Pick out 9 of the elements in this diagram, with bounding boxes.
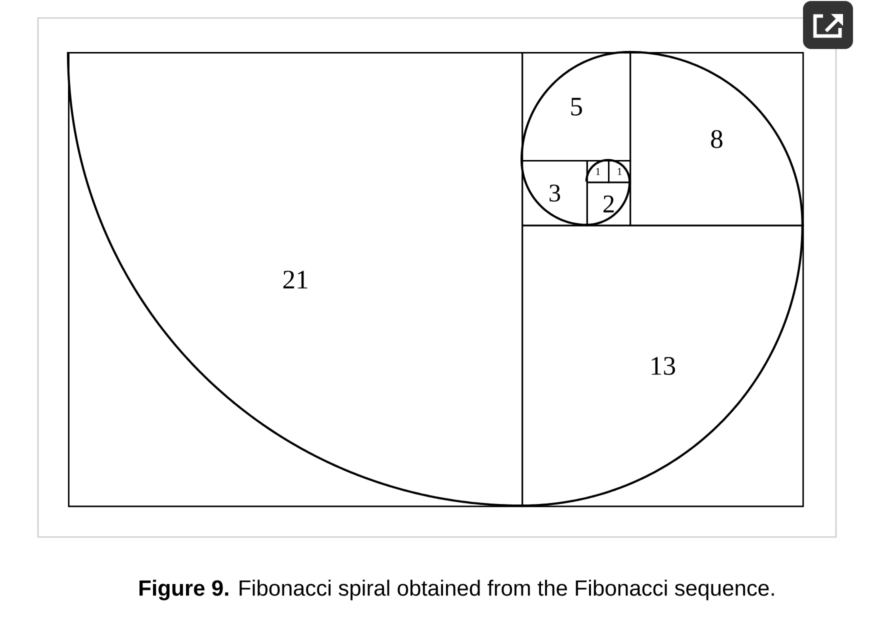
- number-square: 8: [630, 52, 804, 226]
- number-square: 2: [586, 182, 632, 226]
- number-square: 21: [68, 52, 524, 508]
- number-square: 13: [522, 224, 804, 508]
- number-square: 5: [522, 52, 632, 162]
- number-square: 1: [586, 160, 610, 184]
- number-square: 1: [608, 160, 632, 184]
- figure-caption: Figure 9. Fibonacci spiral obtained from the Fibonacci sequence.: [140, 580, 774, 600]
- number-square: 3: [522, 160, 588, 226]
